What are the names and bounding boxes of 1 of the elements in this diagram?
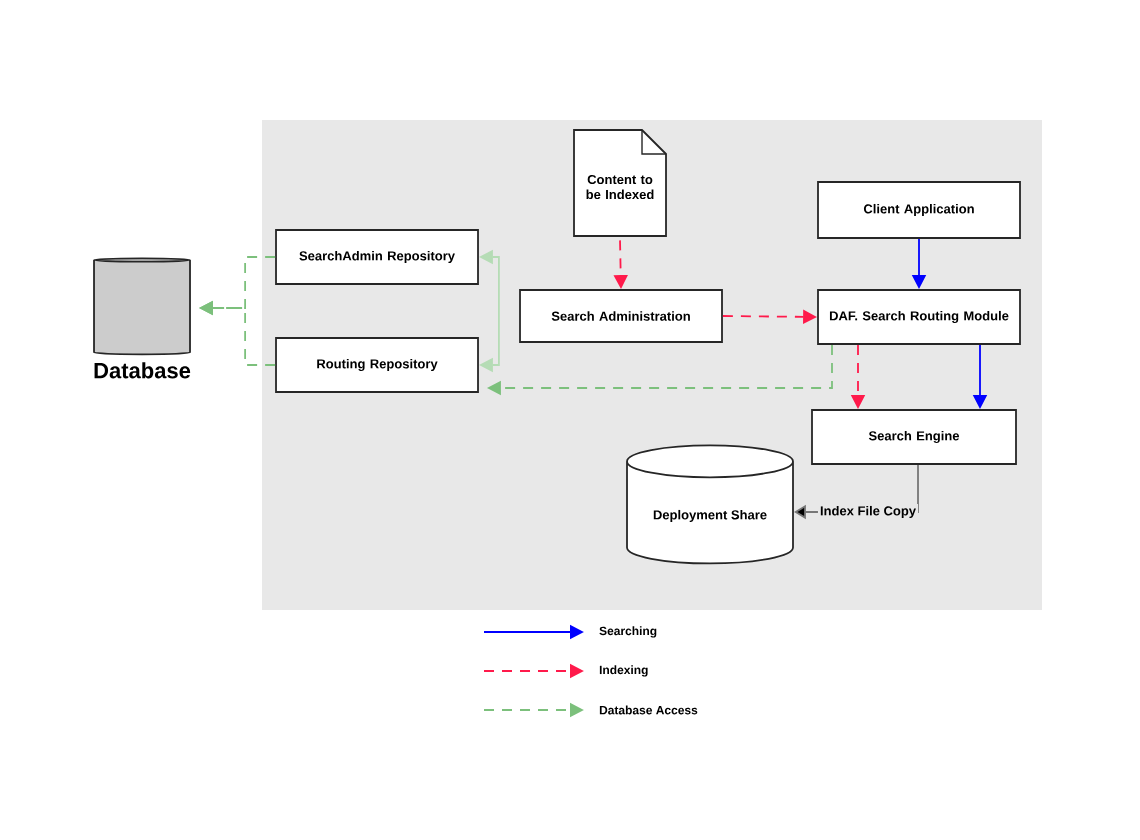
database-cylinder: Database (93, 257, 191, 379)
